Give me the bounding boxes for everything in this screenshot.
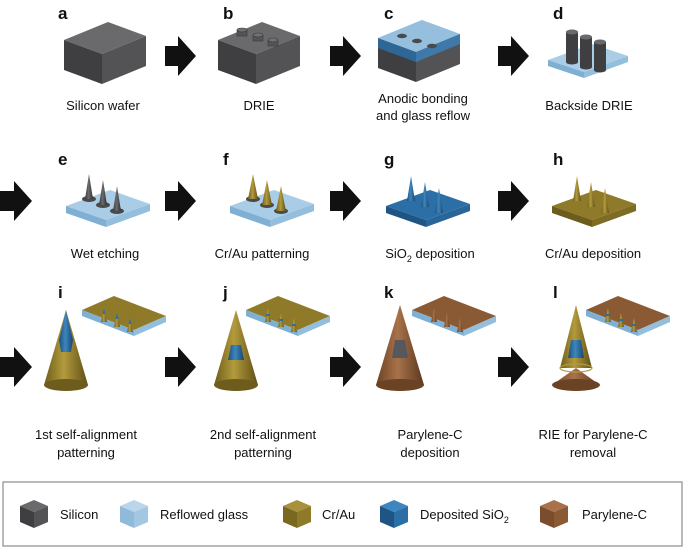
caption-c-line1: Anodic bonding xyxy=(378,91,468,106)
backside-drie-illustration xyxy=(548,29,628,78)
caption-a: Silicon wafer xyxy=(66,98,140,113)
sio2-deposition-illustration xyxy=(386,176,470,227)
parylene-deposition-illustration xyxy=(376,296,496,391)
legend-label-sio2: Deposited SiO2 xyxy=(420,507,509,525)
process-arrow xyxy=(165,181,196,221)
caption-e: Wet etching xyxy=(71,246,139,261)
panel-letter-e: e xyxy=(58,150,67,169)
legend-label-glass: Reflowed glass xyxy=(160,507,249,522)
process-arrow xyxy=(0,347,32,387)
legend-swatch-crau xyxy=(283,500,311,528)
legend-label-parylene: Parylene-C xyxy=(582,507,647,522)
legend-swatch-silicon xyxy=(20,500,48,528)
panel-letter-j: j xyxy=(222,283,228,302)
first-self-alignment-illustration xyxy=(44,296,166,391)
caption-i-line1: 1st self-alignment xyxy=(35,427,137,442)
process-arrow xyxy=(498,36,529,76)
process-arrow xyxy=(165,36,196,76)
anodic-bonding-illustration xyxy=(378,20,460,82)
panel-letter-g: g xyxy=(384,150,394,169)
panel-letter-d: d xyxy=(553,4,563,23)
process-arrow xyxy=(0,181,32,221)
process-arrow xyxy=(165,347,196,387)
caption-i-line2: patterning xyxy=(57,445,115,460)
process-arrow xyxy=(330,347,361,387)
panel-letter-a: a xyxy=(58,4,68,23)
panel-letter-c: c xyxy=(384,4,393,23)
panel-letter-f: f xyxy=(223,150,229,169)
legend-swatch-glass xyxy=(120,500,148,528)
legend-swatch-sio2 xyxy=(380,500,408,528)
caption-d: Backside DRIE xyxy=(545,98,633,113)
process-arrow xyxy=(330,36,361,76)
caption-j-line2: patterning xyxy=(234,445,292,460)
caption-k-line2: deposition xyxy=(400,445,459,460)
caption-f: Cr/Au patterning xyxy=(215,246,310,261)
panel-letter-h: h xyxy=(553,150,563,169)
caption-c-line2: and glass reflow xyxy=(376,108,471,123)
legend: Silicon Reflowed glass Cr/Au Deposited S… xyxy=(2,481,683,547)
legend-swatch-parylene xyxy=(540,500,568,528)
caption-l-line1: RIE for Parylene-C xyxy=(538,427,647,442)
caption-k-line1: Parylene-C xyxy=(397,427,462,442)
caption-h: Cr/Au deposition xyxy=(545,246,641,261)
silicon-wafer-illustration xyxy=(64,22,146,84)
wet-etching-illustration xyxy=(66,174,150,227)
process-arrow xyxy=(498,181,529,221)
legend-label-crau: Cr/Au xyxy=(322,507,355,522)
panel-letter-k: k xyxy=(384,283,394,302)
caption-b: DRIE xyxy=(243,98,274,113)
caption-j-line1: 2nd self-alignment xyxy=(210,427,317,442)
process-arrow xyxy=(330,181,361,221)
panel-letter-i: i xyxy=(58,283,63,302)
crau-deposition-illustration xyxy=(552,176,636,227)
caption-g: SiO2 deposition xyxy=(385,246,475,264)
legend-label-silicon: Silicon xyxy=(60,507,98,522)
caption-l-line2: removal xyxy=(570,445,616,460)
rie-parylene-removal-illustration xyxy=(552,296,670,391)
second-self-alignment-illustration xyxy=(214,296,330,391)
crau-patterning-illustration xyxy=(230,174,314,227)
process-arrow xyxy=(498,347,529,387)
panel-letter-b: b xyxy=(223,4,233,23)
panel-letter-l: l xyxy=(553,283,558,302)
drie-illustration xyxy=(218,22,300,84)
